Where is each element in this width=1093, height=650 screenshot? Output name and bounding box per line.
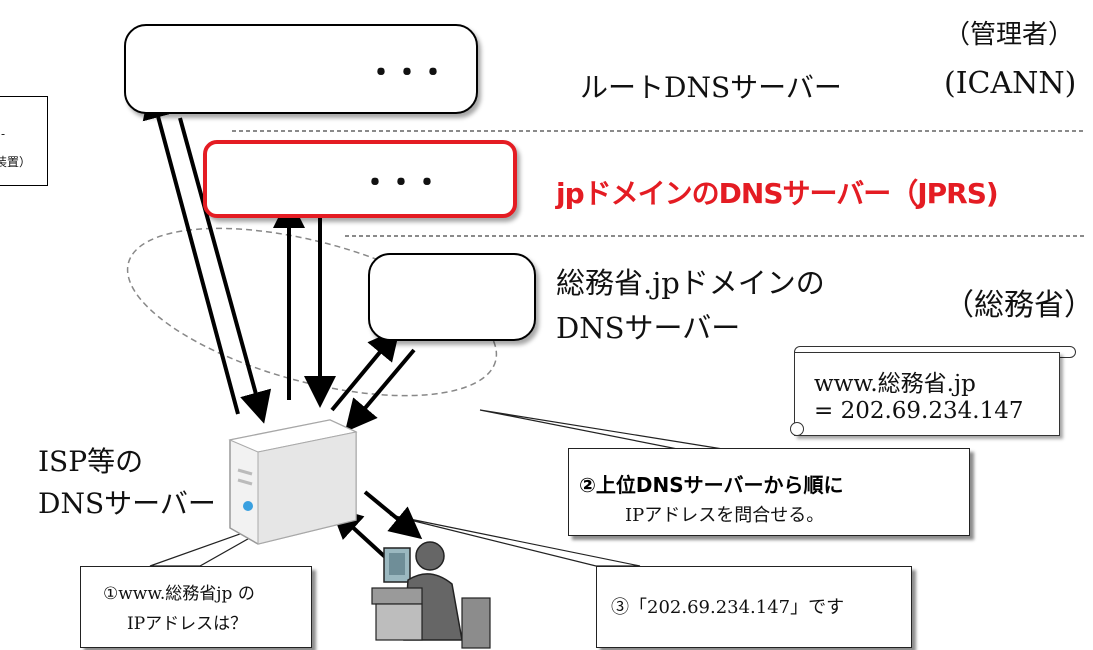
root-admin-label: (ICANN) — [944, 66, 1077, 101]
isp-dns-label-2: DNSサーバー — [38, 487, 216, 520]
scroll-body — [794, 352, 1060, 436]
soumu-dns-label-2: DNSサーバー — [556, 311, 741, 345]
isp-dns-label-1: ISP等の — [38, 445, 144, 478]
jp-dns-rack — [203, 140, 517, 218]
callout-step3: ③「202.69.234.147」です — [596, 566, 912, 648]
callout-step1-line1: ①www.総務省jp の — [103, 584, 255, 604]
callout-step2-normal: IPアドレスを問合せる。 — [625, 505, 825, 526]
root-rack-ellipsis: ・・・ — [366, 56, 448, 91]
record-ip: = 202.69.234.147 — [814, 398, 1024, 424]
isp-server-icon — [228, 419, 358, 545]
root-dns-rack — [124, 24, 478, 114]
arrow-isp-to-user — [363, 490, 423, 540]
callout-step3-text: ③「202.69.234.147」です — [611, 597, 845, 618]
soumu-dns-rack — [368, 253, 536, 341]
arrow-isp-to-soumu — [330, 327, 401, 412]
soumu-admin-label: （総務省） — [944, 288, 1093, 323]
soumu-dns-label-1: 総務省.jpドメインの — [556, 266, 825, 300]
cutoff-text-1: - — [1, 127, 6, 141]
callout-step2: ②上位DNSサーバーから順に IPアドレスを問合せる。 — [568, 448, 970, 536]
callout-step2-bold: ②上位DNSサーバーから順に — [579, 473, 844, 497]
record-domain: www.総務省.jp — [814, 371, 976, 397]
cutoff-text-2: 装置） — [0, 155, 32, 169]
callout-step1-line2: IPアドレスは？ — [127, 614, 248, 634]
scroll-bottom-curl — [790, 422, 804, 436]
user-icon — [371, 541, 491, 649]
arrow-soumu-to-isp — [344, 348, 416, 433]
callout-step1: ①www.総務省jp の IPアドレスは？ — [80, 566, 312, 648]
admin-header: （管理者） — [944, 20, 1075, 50]
arrow-isp-to-root — [142, 86, 240, 415]
jp-rack-ellipsis: ・・・ — [360, 166, 442, 201]
dns-query-ellipse — [126, 227, 498, 397]
arrow-root-to-isp — [178, 117, 272, 424]
jp-dns-label: jpドメインのDNSサーバー（JPRS) — [556, 177, 999, 210]
cutoff-box: - 装置） — [0, 96, 48, 186]
root-dns-label: ルートDNSサーバー — [580, 71, 842, 104]
dns-record-scroll: www.総務省.jp = 202.69.234.147 — [790, 346, 1080, 436]
